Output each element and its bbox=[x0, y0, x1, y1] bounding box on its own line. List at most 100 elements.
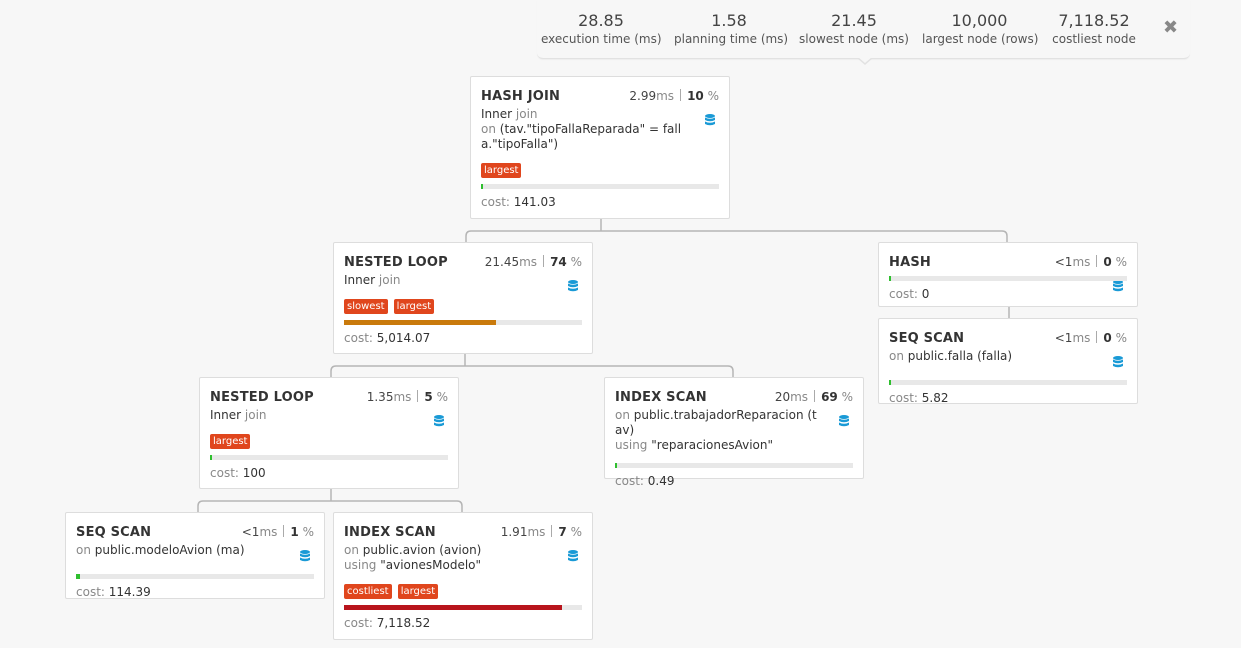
summary-caret bbox=[857, 57, 873, 65]
node-tags: costliest largest bbox=[344, 579, 582, 599]
node-time-unit: ms bbox=[656, 89, 675, 103]
node-percent: 0 bbox=[1103, 255, 1112, 269]
relation-label: on bbox=[344, 543, 359, 557]
connector bbox=[197, 500, 463, 513]
join-label: join bbox=[515, 107, 538, 121]
cost-value: 5.82 bbox=[921, 391, 949, 405]
stat-value: 28.85 bbox=[578, 11, 624, 30]
node-time: <1 bbox=[241, 525, 260, 539]
stat-slowest-node: 21.45 slowest node (ms) bbox=[799, 11, 909, 47]
node-tags: slowest largest bbox=[344, 294, 582, 314]
node-time-unit: ms bbox=[1072, 331, 1091, 345]
database-icon bbox=[705, 114, 715, 126]
node-percent-unit: % bbox=[570, 525, 582, 539]
cost-bar bbox=[481, 184, 719, 189]
node-title: INDEX SCAN bbox=[615, 390, 707, 405]
cost-bar-fill bbox=[889, 380, 892, 385]
node-title: NESTED LOOP bbox=[344, 255, 448, 270]
node-title: HASH bbox=[889, 255, 931, 270]
node-percent-unit: % bbox=[841, 390, 853, 404]
tag-largest: largest bbox=[397, 584, 439, 599]
node-time-unit: ms bbox=[790, 390, 809, 404]
node-percent-unit: % bbox=[707, 89, 719, 103]
node-time-unit: ms bbox=[527, 525, 546, 539]
cost-label: cost: bbox=[344, 331, 373, 345]
plan-node-hash[interactable]: HASH <1ms 0 % cost: 0 bbox=[878, 242, 1138, 307]
tag-costliest: costliest bbox=[344, 584, 392, 599]
node-cost: cost: 5,014.07 bbox=[344, 331, 582, 346]
stat-label: planning time (ms) bbox=[674, 32, 789, 46]
cost-bar bbox=[889, 276, 1127, 281]
stat-value: 10,000 bbox=[951, 11, 1008, 30]
cost-bar-fill bbox=[481, 184, 484, 189]
relation-text: public.trabajadorReparacion (tav) bbox=[615, 408, 817, 437]
cost-value: 0.49 bbox=[647, 474, 675, 488]
node-join-type: Inner join bbox=[481, 107, 719, 122]
tag-slowest: slowest bbox=[344, 299, 388, 314]
node-percent-unit: % bbox=[1115, 255, 1127, 269]
node-time: 1.91 bbox=[500, 525, 528, 539]
node-cost: cost: 0 bbox=[889, 287, 1127, 302]
node-time-unit: ms bbox=[1072, 255, 1091, 269]
stat-value: 7,118.52 bbox=[1058, 11, 1130, 30]
node-cost: cost: 114.39 bbox=[76, 585, 314, 600]
stat-label: slowest node (ms) bbox=[799, 32, 909, 46]
node-tags: largest bbox=[481, 158, 719, 178]
stat-value: 21.45 bbox=[831, 11, 877, 30]
node-time: <1 bbox=[1054, 255, 1073, 269]
condition-label: on bbox=[481, 122, 496, 136]
node-index: using "reparacionesAvion" bbox=[615, 438, 853, 453]
cost-bar-fill bbox=[615, 463, 618, 468]
stat-label: costliest node bbox=[1052, 32, 1136, 46]
cost-label: cost: bbox=[210, 466, 239, 480]
node-time: 21.45 bbox=[484, 255, 520, 269]
condition-text: (tav."tipoFallaReparada" = falla."tipoFa… bbox=[481, 122, 682, 151]
database-icon bbox=[568, 280, 578, 292]
node-condition: on (tav."tipoFallaReparada" = falla."tip… bbox=[481, 122, 719, 152]
tag-largest: largest bbox=[393, 299, 435, 314]
join-type: Inner bbox=[344, 273, 376, 287]
connector bbox=[330, 365, 734, 378]
cost-bar bbox=[344, 320, 582, 325]
node-time: 1.35 bbox=[366, 390, 394, 404]
database-icon bbox=[1113, 356, 1123, 368]
database-icon bbox=[568, 550, 578, 562]
cost-value: 100 bbox=[242, 466, 266, 480]
cost-label: cost: bbox=[889, 287, 918, 301]
node-cost: cost: 5.82 bbox=[889, 391, 1127, 406]
index-label: using bbox=[615, 438, 648, 452]
cost-bar bbox=[889, 380, 1127, 385]
database-icon bbox=[434, 415, 444, 427]
stat-value: 1.58 bbox=[711, 11, 747, 30]
stat-planning-time: 1.58 planning time (ms) bbox=[674, 11, 789, 47]
node-join-type: Inner join bbox=[210, 408, 448, 423]
cost-bar-fill bbox=[344, 605, 563, 610]
node-title: SEQ SCAN bbox=[76, 525, 152, 540]
node-time-unit: ms bbox=[519, 255, 538, 269]
node-cost: cost: 0.49 bbox=[615, 474, 853, 489]
node-cost: cost: 7,118.52 bbox=[344, 616, 582, 631]
node-percent-unit: % bbox=[1115, 331, 1127, 345]
cost-value: 114.39 bbox=[108, 585, 151, 599]
node-tags: largest bbox=[210, 429, 448, 449]
cost-label: cost: bbox=[344, 616, 373, 630]
database-icon bbox=[1113, 280, 1123, 292]
node-title: SEQ SCAN bbox=[889, 331, 965, 346]
stat-costliest-node: 7,118.52 costliest node bbox=[1049, 11, 1139, 47]
close-icon[interactable]: ✖ bbox=[1163, 17, 1179, 38]
connector bbox=[465, 230, 1008, 243]
node-percent: 0 bbox=[1103, 331, 1112, 345]
node-relation: on public.falla (falla) bbox=[889, 349, 1127, 364]
database-icon bbox=[839, 415, 849, 427]
